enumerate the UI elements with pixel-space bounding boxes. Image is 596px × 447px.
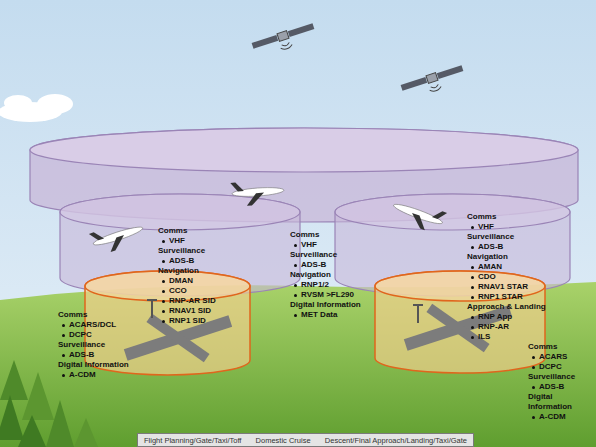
- technology-item: ADS-B: [528, 382, 590, 392]
- bullet: [532, 416, 535, 419]
- bullet: [532, 356, 535, 359]
- bullet: [471, 296, 474, 299]
- technology-item: ADS-B: [58, 350, 129, 360]
- bullet: [294, 294, 297, 297]
- bullet: [162, 280, 165, 283]
- technology-item: VHF: [467, 222, 546, 232]
- category-heading: Digital Information: [528, 392, 590, 412]
- category-heading: Digital Information: [58, 360, 129, 370]
- airplane: [389, 195, 447, 236]
- category-heading: Approach & Landing: [467, 302, 546, 312]
- technology-item: ACARS/DCL: [58, 320, 129, 330]
- satellite: [251, 22, 317, 58]
- technology-item: MET Data: [290, 310, 361, 320]
- technology-item: ILS: [467, 332, 546, 342]
- bullet: [162, 310, 165, 313]
- category-heading: Surveillance: [528, 372, 590, 382]
- bullet: [162, 290, 165, 293]
- technology-item: RNP1/2: [290, 280, 361, 290]
- bullet: [294, 264, 297, 267]
- technology-item: A-CDM: [58, 370, 129, 380]
- category-heading: Navigation: [290, 270, 361, 280]
- bullet: [471, 226, 474, 229]
- bullet: [471, 286, 474, 289]
- phase-band: Flight Planning/Gate/Taxi/Toff Domestic C…: [137, 433, 474, 447]
- bullet: [471, 266, 474, 269]
- feature-list: CommsACARS/DCLDCPCSurveillanceADS-BDigit…: [58, 310, 129, 380]
- bullet: [294, 244, 297, 247]
- technology-item: VHF: [158, 236, 216, 246]
- technology-item: ADS-B: [467, 242, 546, 252]
- bullet: [62, 324, 65, 327]
- bullet: [294, 284, 297, 287]
- category-heading: Navigation: [158, 266, 216, 276]
- bullet: [532, 386, 535, 389]
- category-heading: Surveillance: [467, 232, 546, 242]
- technology-item: VHF: [290, 240, 361, 250]
- cloud: [0, 94, 73, 122]
- category-heading: Comms: [467, 212, 546, 222]
- technology-item: DCPC: [528, 362, 590, 372]
- category-heading: Comms: [290, 230, 361, 240]
- airport-zone: [85, 271, 545, 375]
- technology-item: ACARS: [528, 352, 590, 362]
- category-heading: Surveillance: [58, 340, 129, 350]
- airplane: [230, 179, 285, 207]
- technology-item: RNAV1 SID: [158, 306, 216, 316]
- bullet: [294, 314, 297, 317]
- feature-list: CommsVHFSurveillanceADS-BNavigationRNP1/…: [290, 230, 361, 320]
- phase-label: Descent/Final Approach/Landing/Taxi/Gate: [325, 436, 467, 445]
- bullet: [471, 316, 474, 319]
- runway: [124, 314, 232, 362]
- category-heading: Comms: [158, 226, 216, 236]
- technology-item: CDO: [467, 272, 546, 282]
- bullet: [162, 300, 165, 303]
- category-heading: Surveillance: [158, 246, 216, 256]
- technology-item: RNP-AR SID: [158, 296, 216, 306]
- feature-list: CommsACARSDCPCSurveillanceADS-BDigital I…: [528, 342, 590, 422]
- technology-item: DCPC: [58, 330, 129, 340]
- technology-item: ADS-B: [158, 256, 216, 266]
- category-heading: Digital Information: [290, 300, 361, 310]
- phase-label: Domestic Cruise: [256, 436, 311, 445]
- bullet: [471, 246, 474, 249]
- bullet: [471, 276, 474, 279]
- technology-item: AMAN: [467, 262, 546, 272]
- bullet: [62, 354, 65, 357]
- bullet: [471, 336, 474, 339]
- bullet: [62, 374, 65, 377]
- technology-item: RNP App: [467, 312, 546, 322]
- technology-item: RNP-AR: [467, 322, 546, 332]
- category-heading: Comms: [528, 342, 590, 352]
- satellite: [400, 64, 466, 100]
- phase-label: Flight Planning/Gate/Taxi/Toff: [144, 436, 241, 445]
- technology-item: RNP1 STAR: [467, 292, 546, 302]
- feature-list: CommsVHFSurveillanceADS-BNavigationDMANC…: [158, 226, 216, 326]
- bullet: [471, 326, 474, 329]
- category-heading: Surveillance: [290, 250, 361, 260]
- technology-item: RNP1 SID: [158, 316, 216, 326]
- technology-item: RVSM >FL290: [290, 290, 361, 300]
- bullet: [62, 334, 65, 337]
- technology-item: A-CDM: [528, 412, 590, 422]
- bullet: [162, 320, 165, 323]
- bullet: [162, 240, 165, 243]
- category-heading: Comms: [58, 310, 129, 320]
- bullet: [532, 366, 535, 369]
- technology-item: RNAV1 STAR: [467, 282, 546, 292]
- technology-item: DMAN: [158, 276, 216, 286]
- feature-list: CommsVHFSurveillanceADS-BNavigationAMANC…: [467, 212, 546, 342]
- technology-item: ADS-B: [290, 260, 361, 270]
- category-heading: Navigation: [467, 252, 546, 262]
- technology-item: CCO: [158, 286, 216, 296]
- bullet: [162, 260, 165, 263]
- airplane: [89, 218, 147, 257]
